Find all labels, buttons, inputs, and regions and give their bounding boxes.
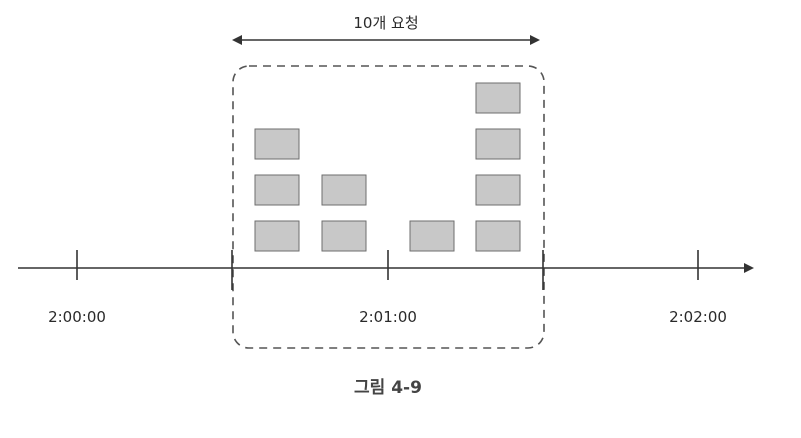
window-span-label: 10개 요청 [353,14,418,32]
timeline-tick-label: 2:00:00 [48,308,106,326]
figure-caption: 그림 4-9 [354,378,422,398]
request-box [321,220,367,252]
request-box [409,220,455,252]
rate-limit-window-box [232,65,545,349]
timeline-ticks: 2:00:00 2:01:00 2:02:00 [48,250,727,326]
request-box [475,82,521,114]
request-box [254,174,300,206]
request-box [475,220,521,252]
request-box [254,220,300,252]
request-box [475,174,521,206]
timeline-tick-label: 2:01:00 [359,308,417,326]
request-box [254,128,300,160]
timeline-tick-label: 2:02:00 [669,308,727,326]
request-boxes [254,82,521,252]
request-box [321,174,367,206]
request-box [475,128,521,160]
